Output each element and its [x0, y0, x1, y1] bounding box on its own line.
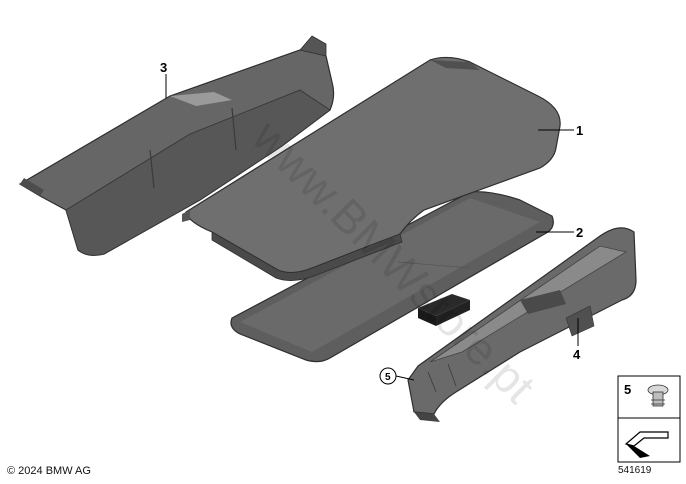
part-load-floor-panel — [182, 56, 561, 281]
part-seat-back-trim — [18, 35, 335, 256]
copyright-text: © 2024 BMW AG — [7, 465, 91, 477]
callout-5-circle: 5 — [379, 367, 397, 385]
diagram-number: 541619 — [618, 465, 652, 476]
part-foam-block — [418, 294, 470, 326]
callout-3: 3 — [160, 60, 167, 75]
leader-lines — [165, 74, 579, 381]
callout-4: 4 — [573, 347, 581, 362]
callout-5: 5 — [385, 372, 391, 383]
legend-box: 5 — [617, 375, 681, 463]
orientation-arrow-icon — [624, 431, 669, 458]
part-loading-sill-trim — [407, 227, 637, 422]
callout-2: 2 — [576, 225, 583, 240]
clip-icon — [647, 384, 669, 407]
legend-number: 5 — [624, 382, 631, 397]
callout-1: 1 — [576, 123, 583, 138]
